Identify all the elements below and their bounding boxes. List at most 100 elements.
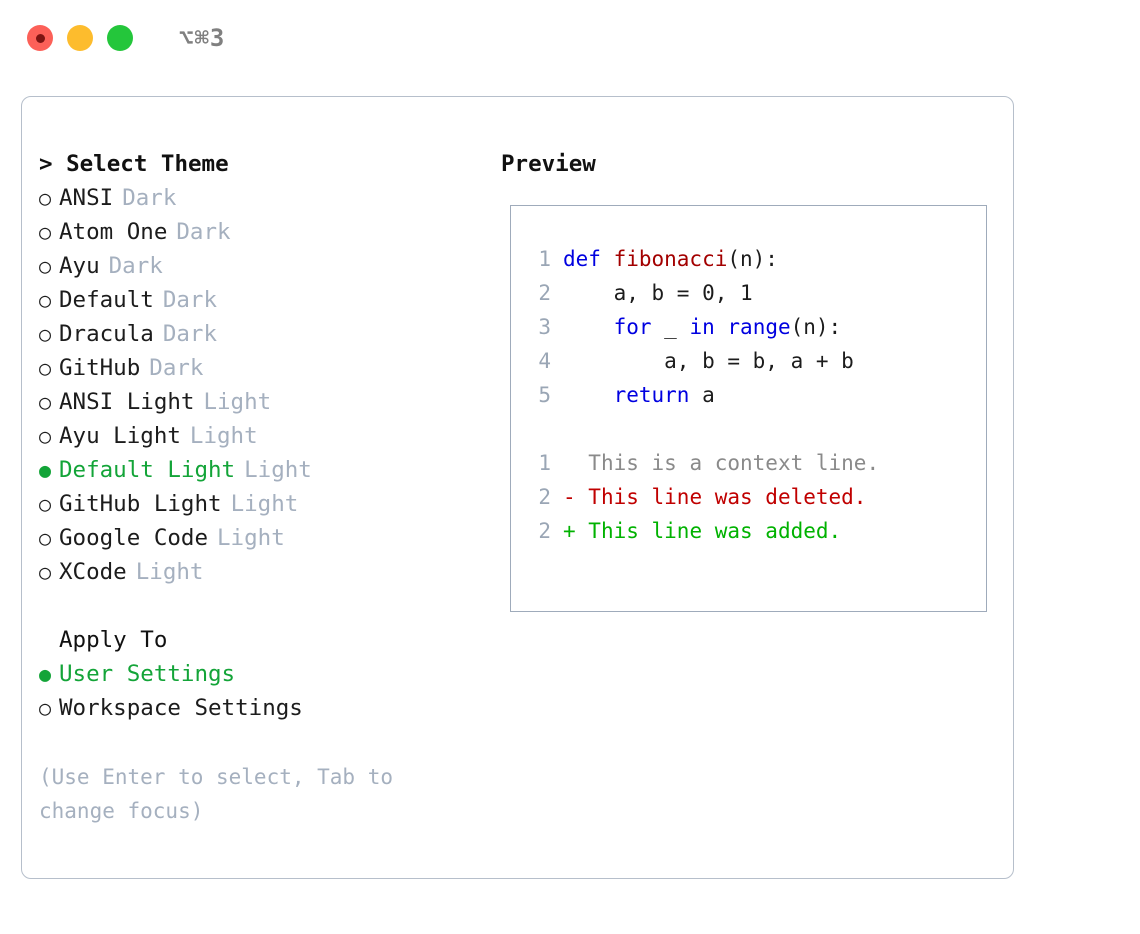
code-line: 2 a, b = 0, 1 <box>525 276 975 310</box>
theme-option-github-light[interactable]: ○ GitHub Light Light <box>39 487 479 521</box>
diff-marker: + <box>563 519 589 543</box>
theme-option-tag: Light <box>230 491 299 517</box>
diff-line-text: This line was deleted. <box>588 485 867 509</box>
theme-option-label: ANSI <box>59 185 114 211</box>
close-window-button[interactable] <box>27 25 53 51</box>
diff-sample: 1 This is a context line.2- This line wa… <box>525 446 975 548</box>
code-line-text: a, b = 0, 1 <box>563 276 753 310</box>
code-line-number: 4 <box>538 349 551 373</box>
code-token: (n): <box>790 315 842 339</box>
theme-option-label: ANSI Light <box>59 389 195 415</box>
radio-selected-icon: ● <box>39 662 52 686</box>
window-titlebar: ⌥⌘3 <box>0 0 1140 76</box>
window-title-shortcut: ⌥⌘3 <box>179 24 226 52</box>
radio-unselected-icon: ○ <box>39 492 52 516</box>
apply-to-option-label: User Settings <box>59 661 236 687</box>
theme-option-label: XCode <box>59 559 127 585</box>
radio-unselected-icon: ○ <box>39 390 52 414</box>
code-line: 5 return a <box>525 378 975 412</box>
diff-marker <box>563 446 588 480</box>
apply-to-header: Apply To <box>59 627 168 653</box>
traffic-lights <box>27 25 133 51</box>
theme-option-label: Default <box>59 287 154 313</box>
code-line-number: 2 <box>538 281 551 305</box>
diff-line-add: 2+ This line was added. <box>525 514 975 548</box>
code-token: a, b = b, a + b <box>563 349 854 373</box>
theme-option-tag: Light <box>135 559 204 585</box>
radio-unselected-icon: ○ <box>39 220 52 244</box>
code-token <box>715 315 728 339</box>
select-theme-header: > Select Theme <box>39 151 229 177</box>
code-token: in <box>689 315 715 339</box>
code-token: def <box>563 247 614 271</box>
radio-selected-icon: ● <box>39 458 52 482</box>
theme-option-default[interactable]: ○ Default Dark <box>39 283 479 317</box>
diff-line-text: This is a context line. <box>588 451 880 475</box>
code-token: for <box>613 315 652 339</box>
theme-option-label: Ayu Light <box>59 423 181 449</box>
code-token: (n): <box>727 247 778 271</box>
code-line-number: 5 <box>538 383 551 407</box>
theme-option-label: GitHub Light <box>59 491 222 517</box>
list-spacer <box>39 589 479 623</box>
maximize-window-button[interactable] <box>107 25 133 51</box>
keyboard-hint-text: (Use Enter to select, Tab to change focu… <box>39 765 406 823</box>
radio-unselected-icon: ○ <box>39 254 52 278</box>
preview-column: Preview <box>501 147 991 181</box>
diff-line-number: 2 <box>538 485 551 509</box>
theme-option-tag: Dark <box>122 185 177 211</box>
preview-title: Preview <box>501 151 596 177</box>
radio-unselected-icon: ○ <box>39 322 52 346</box>
code-line: 4 a, b = b, a + b <box>525 344 975 378</box>
code-line-number: 1 <box>538 247 551 271</box>
theme-option-label: GitHub <box>59 355 141 381</box>
theme-option-label: Atom One <box>59 219 168 245</box>
apply-to-option-workspace-settings[interactable]: ○ Workspace Settings <box>39 691 479 725</box>
theme-option-tag: Light <box>203 389 272 415</box>
theme-option-label: Dracula <box>59 321 154 347</box>
theme-option-tag: Dark <box>162 287 218 313</box>
diff-marker: - <box>563 485 589 509</box>
radio-unselected-icon: ○ <box>39 288 52 312</box>
code-token: a <box>689 383 715 407</box>
code-token: return <box>613 383 690 407</box>
theme-option-label: Ayu <box>59 253 100 279</box>
radio-unselected-icon: ○ <box>39 526 52 550</box>
code-token: _ <box>651 315 690 339</box>
diff-line-del: 2- This line was deleted. <box>525 480 975 514</box>
radio-unselected-icon: ○ <box>39 696 52 720</box>
theme-option-dracula[interactable]: ○ Dracula Dark <box>39 317 479 351</box>
theme-option-tag: Dark <box>162 321 218 347</box>
code-line-text: a, b = b, a + b <box>563 344 854 378</box>
theme-option-label: Default Light <box>59 457 236 483</box>
apply-to-option-user-settings[interactable]: ● User Settings <box>39 657 479 691</box>
theme-option-ansi-light[interactable]: ○ ANSI Light Light <box>39 385 479 419</box>
diff-line-ctx: 1 This is a context line. <box>525 446 975 480</box>
code-line-text: for _ in range(n): <box>563 310 842 344</box>
diff-line-text: This line was added. <box>588 519 842 543</box>
theme-option-tag: Light <box>217 525 285 551</box>
radio-unselected-icon: ○ <box>39 424 52 448</box>
code-token <box>563 383 614 407</box>
apply-to-option-label: Workspace Settings <box>59 695 303 721</box>
code-line-number: 3 <box>538 315 551 339</box>
minimize-window-button[interactable] <box>67 25 93 51</box>
code-token: range <box>727 315 791 339</box>
theme-option-tag: Dark <box>149 355 204 381</box>
